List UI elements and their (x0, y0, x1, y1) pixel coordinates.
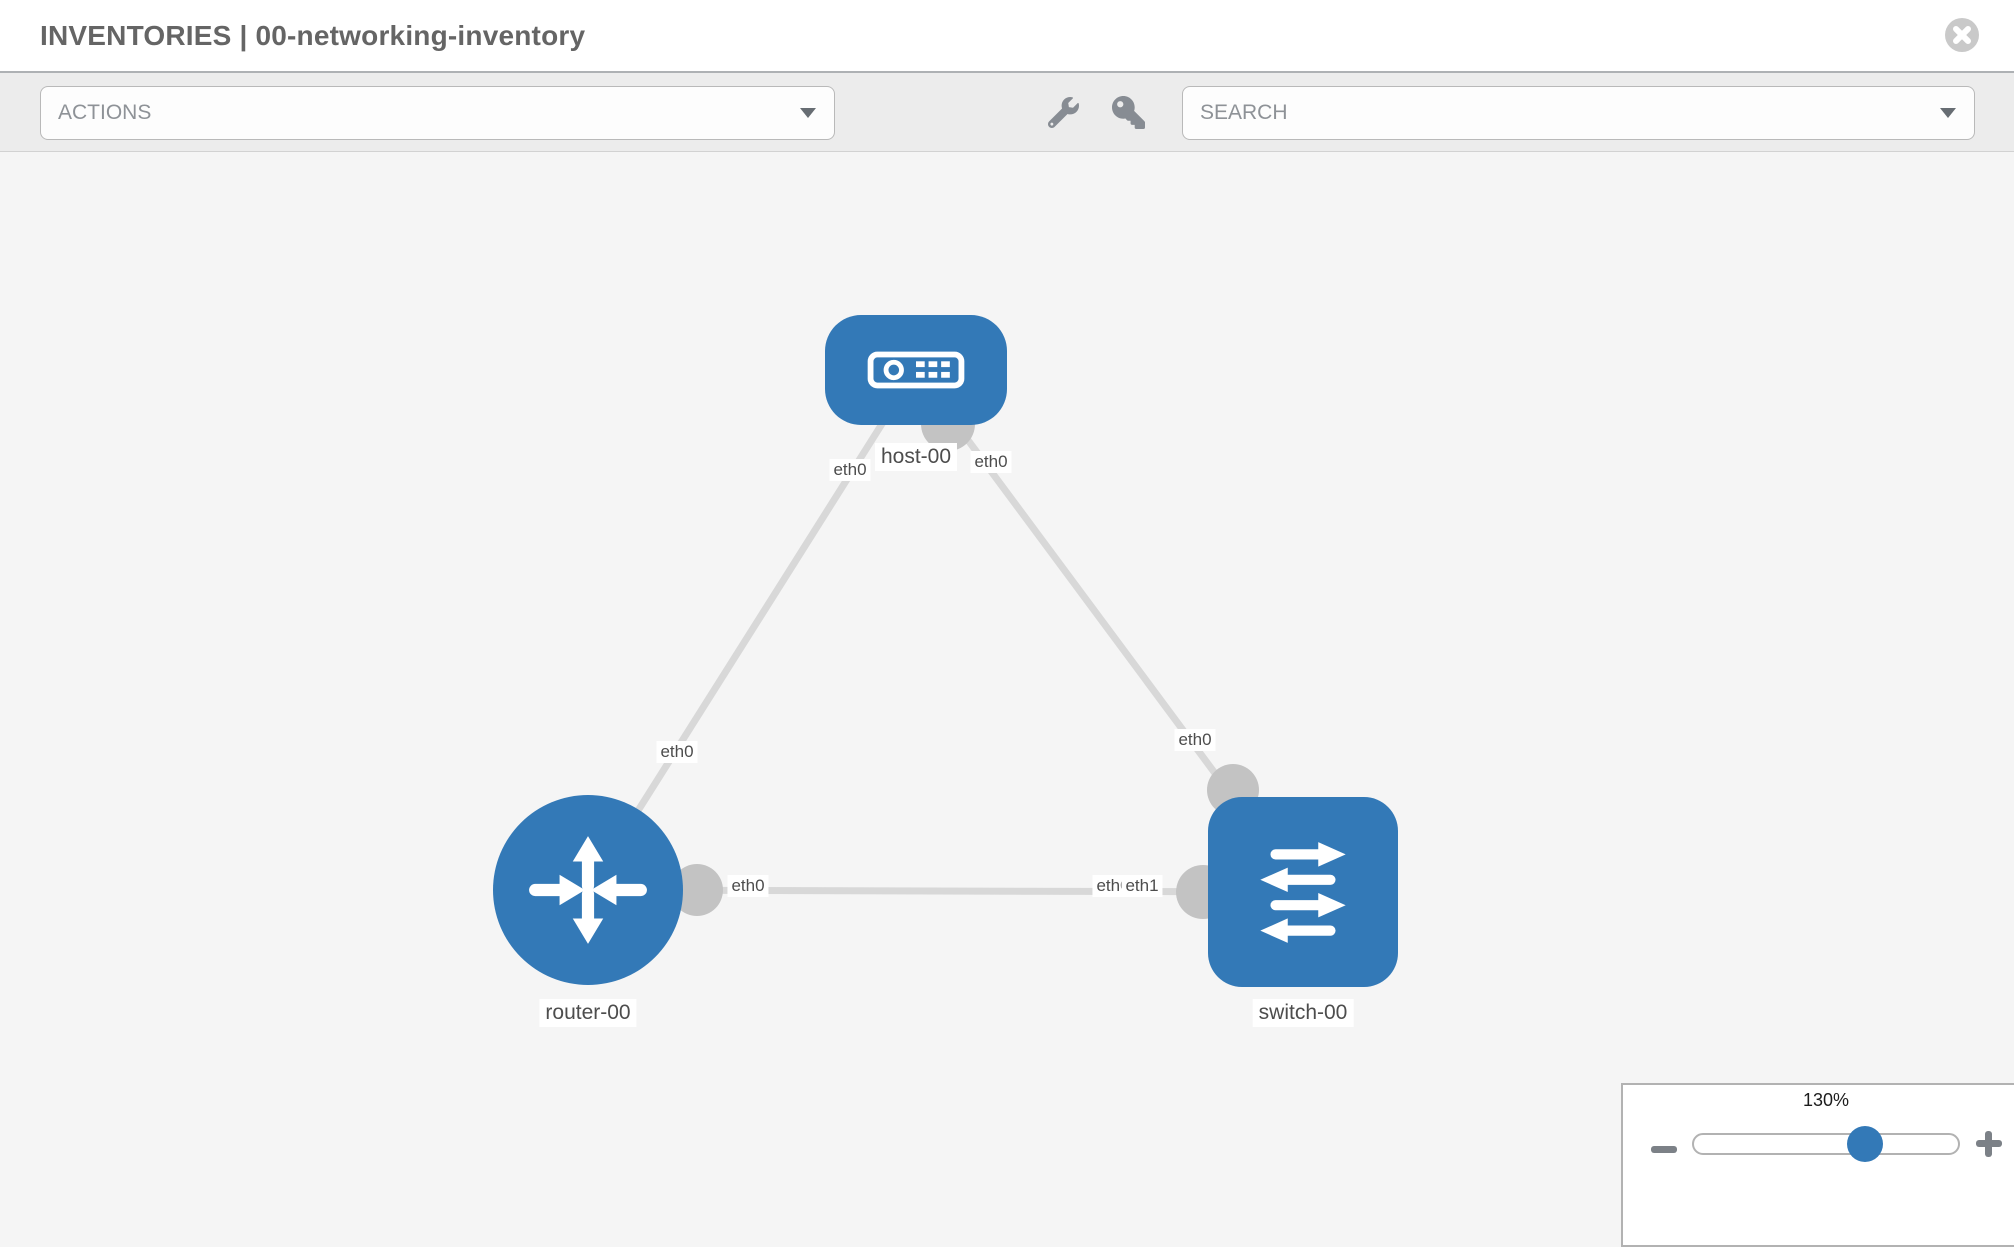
credentials-button[interactable] (1112, 73, 1145, 152)
node-router-00[interactable] (493, 795, 683, 985)
chevron-down-icon (1940, 108, 1956, 118)
interface-label: eth0 (656, 741, 698, 763)
interface-label: eth0 (829, 459, 871, 481)
close-button[interactable] (1945, 18, 1979, 52)
interface-label: eth0 (970, 451, 1012, 473)
node-host-00[interactable] (825, 315, 1007, 425)
zoom-slider-knob[interactable] (1847, 1126, 1883, 1162)
topology-svg[interactable] (0, 153, 2014, 1200)
zoom-in-button[interactable] (1975, 1130, 2003, 1158)
page-title: INVENTORIES | 00-networking-inventory (40, 19, 586, 51)
zoom-panel: 130% (1621, 1083, 2014, 1247)
toolbar: ACTIONS SEARCH (0, 73, 2014, 152)
actions-dropdown-label: ACTIONS (58, 101, 152, 124)
minus-icon (1651, 1146, 1677, 1153)
node-label-router-00: router-00 (539, 999, 637, 1027)
interface-port (671, 864, 723, 916)
chevron-down-icon (800, 108, 816, 118)
key-icon (1112, 96, 1145, 129)
page-header: INVENTORIES | 00-networking-inventory (0, 0, 2014, 73)
node-switch-00[interactable] (1208, 797, 1398, 987)
edge-host-00-router-00 (585, 368, 919, 892)
wrench-icon (1048, 97, 1079, 128)
node-label-host-00: host-00 (874, 443, 958, 471)
actions-dropdown[interactable]: ACTIONS (40, 86, 835, 140)
interface-label: eth0 (727, 875, 769, 897)
zoom-slider-track[interactable] (1692, 1133, 1960, 1155)
configure-button[interactable] (1048, 73, 1079, 152)
node-label-switch-00: switch-00 (1252, 999, 1354, 1027)
zoom-out-button[interactable] (1649, 1129, 1679, 1159)
search-dropdown-label: SEARCH (1200, 101, 1288, 124)
interface-label: eth0 (1174, 729, 1216, 751)
zoom-level: 130% (1802, 1090, 1850, 1110)
interface-label: eth1 (1121, 875, 1163, 897)
search-dropdown[interactable]: SEARCH (1182, 86, 1975, 140)
close-icon (1945, 18, 1979, 52)
